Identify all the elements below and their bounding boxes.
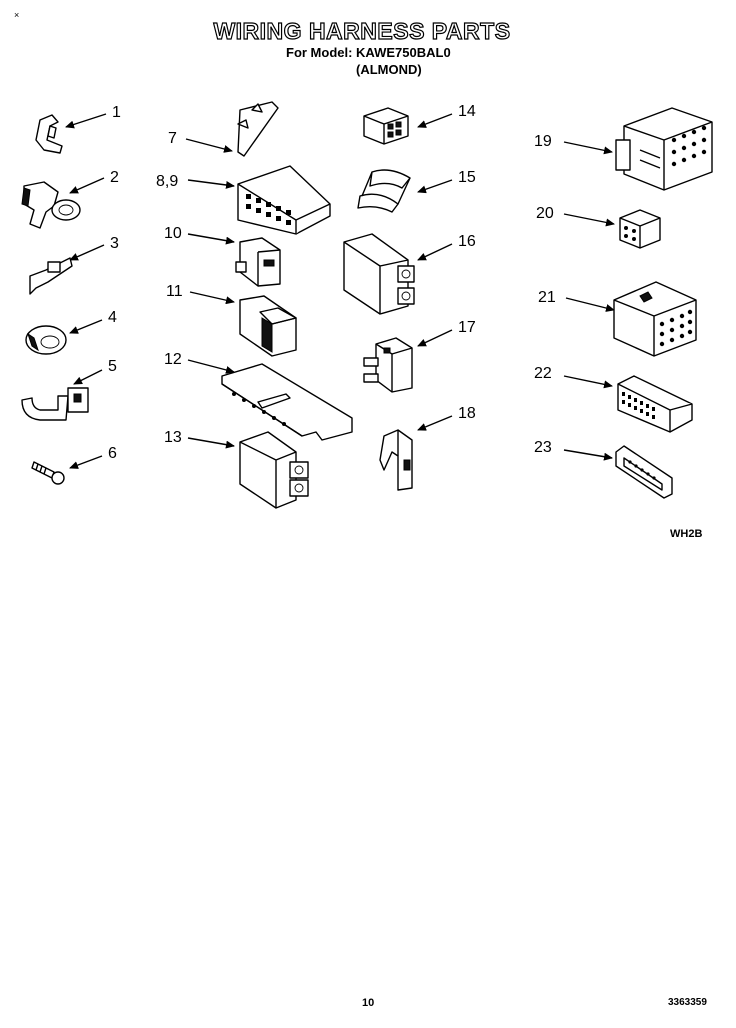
diagram-code: WH2B	[670, 528, 703, 540]
retainer-clip-icon	[237, 101, 279, 157]
part-12: 12	[164, 351, 353, 441]
leader-line-1	[65, 113, 107, 129]
part-label-7: 7	[168, 130, 177, 147]
part-8-9: 8,9	[156, 165, 331, 235]
part-18: 18	[379, 405, 476, 491]
part-7: 7	[168, 101, 279, 157]
leader-line-2	[69, 177, 105, 194]
part-5: 5	[21, 358, 117, 421]
part-label-8-9: 8,9	[156, 173, 178, 190]
part-2: 2	[21, 169, 119, 229]
large-connector-icon	[615, 107, 713, 191]
part-3: 3	[29, 235, 119, 295]
leader-line-15	[417, 179, 453, 194]
document-number: 3363359	[668, 997, 707, 1008]
part-label-21: 21	[538, 289, 556, 306]
part-label-14: 14	[458, 103, 476, 120]
wire-clip-icon	[35, 114, 63, 154]
part-label-5: 5	[108, 358, 117, 375]
part-label-15: 15	[458, 169, 476, 186]
leader-line-20	[563, 213, 615, 227]
leader-line-16	[417, 243, 453, 261]
page-number: 10	[362, 997, 375, 1009]
part-20: 20	[536, 205, 661, 249]
part-16: 16	[343, 233, 476, 315]
leader-line-11	[189, 291, 235, 305]
part-19: 19	[534, 107, 713, 191]
part-label-3: 3	[110, 235, 119, 252]
leader-line-23	[563, 449, 613, 461]
part-4: 4	[25, 309, 117, 355]
cable-clamp-icon	[21, 181, 81, 229]
part-10: 10	[164, 225, 281, 287]
part-17: 17	[363, 319, 476, 393]
three-pin-connector-icon	[363, 107, 409, 145]
part-11: 11	[166, 283, 297, 357]
part-label-22: 22	[534, 365, 552, 382]
strap-clamp-icon	[21, 387, 89, 421]
leader-line-12	[187, 359, 235, 374]
part-label-4: 4	[108, 309, 117, 326]
part-15: 15	[357, 169, 476, 213]
part-1: 1	[35, 104, 121, 154]
twelve-pin-connector-icon	[613, 281, 697, 357]
model-line: For Model: KAWE750BAL0	[286, 45, 451, 60]
screw-icon	[31, 461, 65, 485]
leader-line-5	[73, 369, 103, 385]
part-label-2: 2	[110, 169, 119, 186]
part-14: 14	[363, 103, 476, 145]
two-pin-housing-icon	[343, 233, 415, 315]
part-label-13: 13	[164, 429, 182, 446]
multi-pin-connector-icon	[237, 165, 331, 235]
leader-line-22	[563, 375, 613, 389]
part-label-18: 18	[458, 405, 476, 422]
leader-line-10	[187, 233, 235, 245]
page-title: WIRING HARNESS PARTS	[213, 17, 511, 44]
leader-line-6	[69, 455, 103, 469]
color-line: (ALMOND)	[356, 62, 422, 77]
leader-line-8-9	[187, 179, 235, 189]
two-pin-housing-icon	[239, 431, 309, 509]
part-23: 23	[534, 439, 673, 499]
terminal-block-icon	[221, 363, 353, 441]
grommet-icon	[25, 325, 67, 355]
leader-line-17	[417, 329, 453, 347]
d-sub-connector-icon	[615, 445, 673, 499]
part-label-16: 16	[458, 233, 476, 250]
hook-connector-icon	[379, 429, 413, 491]
ribbon-connector-icon	[617, 375, 693, 433]
part-label-1: 1	[112, 104, 121, 121]
part-label-23: 23	[534, 439, 552, 456]
part-21: 21	[538, 281, 697, 357]
part-13: 13	[164, 429, 309, 509]
leader-line-21	[565, 297, 615, 312]
leader-line-13	[187, 437, 235, 449]
part-label-12: 12	[164, 351, 182, 368]
leader-line-3	[69, 244, 105, 261]
leader-line-18	[417, 415, 453, 431]
leader-line-4	[69, 319, 103, 334]
leader-line-19	[563, 141, 613, 155]
corner-mark: ×	[14, 10, 20, 20]
small-connector-icon	[235, 237, 281, 287]
part-6: 6	[31, 445, 117, 485]
part-label-20: 20	[536, 205, 554, 222]
terminal-connector-icon	[363, 337, 413, 393]
part-22: 22	[534, 365, 693, 433]
part-label-10: 10	[164, 225, 182, 242]
plug-housing-icon	[239, 295, 297, 357]
six-pin-connector-icon	[619, 209, 661, 249]
leader-line-14	[417, 113, 453, 128]
leader-line-7	[185, 138, 233, 153]
part-label-6: 6	[108, 445, 117, 462]
part-label-17: 17	[458, 319, 476, 336]
part-label-11: 11	[166, 283, 183, 300]
part-label-19: 19	[534, 133, 552, 150]
wire-sleeve-icon	[357, 169, 411, 213]
wire-tie-icon	[29, 257, 73, 295]
